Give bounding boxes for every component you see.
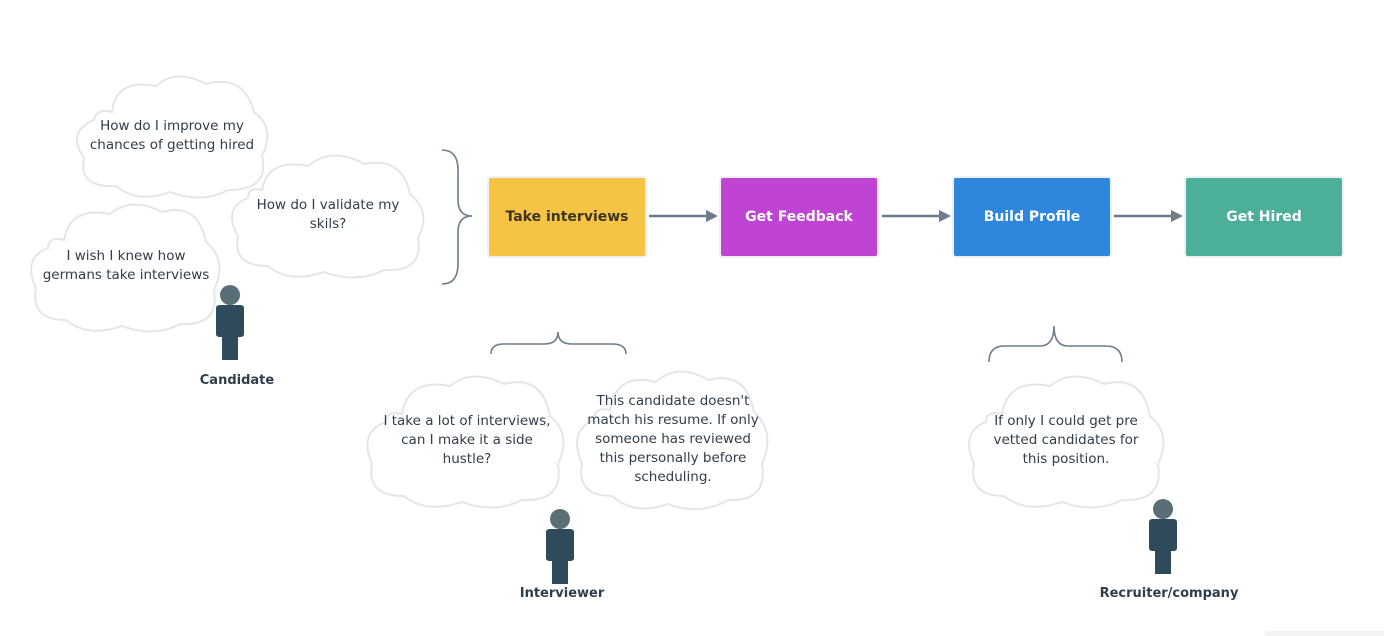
cloud-shape <box>230 154 425 279</box>
step-get-hired: Get Hired <box>1186 178 1342 256</box>
cloud-resume: This candidate doesn't match his resume.… <box>574 366 772 512</box>
cloud-improve: How do I improve my chances of getting h… <box>72 72 272 200</box>
cloud-pre-vetted: If only I could get pre vetted candidate… <box>966 370 1166 510</box>
cloud-shape <box>576 370 769 511</box>
candidate-person-icon <box>216 285 244 360</box>
cloud-side-hustle: I take a lot of interviews, can I make i… <box>364 370 570 510</box>
cloud-germans: I wish I knew how germans take interview… <box>28 198 224 334</box>
arrow-3 <box>1114 210 1183 222</box>
cloud-shape <box>968 375 1165 509</box>
cloud-validate: How do I validate my skils? <box>228 150 428 280</box>
cloud-germans-text: I wish I knew how germans take interview… <box>42 248 210 283</box>
recruiter-label: Recruiter/company <box>1099 586 1239 601</box>
arrow-2 <box>882 210 951 222</box>
scroll-hint-bar <box>1264 631 1384 636</box>
step-label: Get Hired <box>1226 209 1302 225</box>
step-label: Get Feedback <box>745 209 853 225</box>
step-get-feedback: Get Feedback <box>721 178 877 256</box>
step-label: Build Profile <box>983 209 1081 225</box>
cloud-shape <box>30 203 221 333</box>
step-label: Take interviews <box>505 209 629 225</box>
interviewer-person-icon <box>546 509 574 584</box>
step-build-profile: Build Profile <box>954 178 1110 256</box>
cloud-shape <box>366 375 565 509</box>
cloud-validate-text: How do I validate my skils? <box>256 197 400 232</box>
cloud-shape <box>75 75 269 199</box>
interviewer-brace <box>490 331 627 355</box>
cloud-pre-vetted-text: If only I could get pre vetted candidate… <box>993 412 1139 467</box>
cloud-resume-text: This candidate doesn't match his resume.… <box>587 392 759 485</box>
interviewer-label: Interviewer <box>519 586 605 601</box>
recruiter-person-icon <box>1149 499 1177 574</box>
recruiter-brace <box>988 325 1123 363</box>
step-take-interviews: Take interviews <box>489 178 645 256</box>
candidate-brace <box>441 149 473 285</box>
cloud-improve-text: How do I improve my chances of getting h… <box>89 118 255 153</box>
cloud-side-hustle-text: I take a lot of interviews, can I make i… <box>383 412 551 467</box>
candidate-label: Candidate <box>199 373 275 388</box>
arrow-1 <box>649 210 718 222</box>
